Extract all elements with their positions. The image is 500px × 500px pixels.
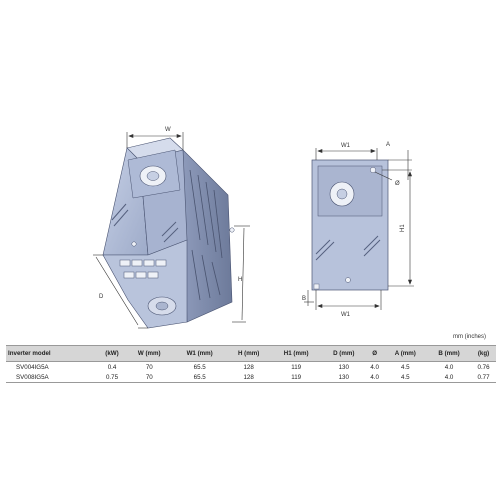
- table-cell: 128: [226, 372, 271, 383]
- table-cell: 119: [270, 372, 322, 383]
- header-cell: Ø: [365, 345, 384, 362]
- table-cell: 4.0: [427, 372, 472, 383]
- table-cell: 128: [243, 363, 254, 371]
- header-cell: W1 (mm): [172, 345, 227, 362]
- table-cell: SV004IG5A: [16, 363, 49, 371]
- table-cell: 4.0: [365, 372, 384, 383]
- isometric-view: W D H: [93, 127, 250, 329]
- header-cell: H1 (mm): [270, 345, 322, 362]
- table-row: SV008IG5A 0.75 70 65.5 128 119 130 4.0 4…: [6, 372, 496, 383]
- table-cell: 4.0: [444, 363, 454, 371]
- table-cell: 0.76: [477, 363, 490, 371]
- table-cell: 70: [125, 372, 173, 383]
- label-a: A: [386, 142, 390, 148]
- header-cell: W (mm): [125, 345, 173, 362]
- table-cell: 130: [321, 372, 366, 383]
- label-h: H: [238, 277, 242, 283]
- label-diameter: Ø: [395, 181, 400, 187]
- table-cell: 4.5: [400, 363, 410, 371]
- table-cell: 0.75: [98, 372, 126, 383]
- table-cell: 65.5: [193, 363, 206, 371]
- label-h1: H1: [400, 224, 406, 232]
- spec-table: Inverter model (kW) W (mm) W1 (mm) H (mm…: [6, 345, 496, 383]
- table-cell: 130: [338, 363, 349, 371]
- table-cell: 4.5: [383, 372, 428, 383]
- header-cell: B (mm): [427, 345, 472, 362]
- table-row: SV004IG5A 0.4 70 65.5 128 119 130 4.0 4.…: [6, 362, 496, 373]
- header-cell: Inverter model: [6, 345, 99, 362]
- table-cell: 4.0: [370, 363, 379, 371]
- label-d: D: [99, 294, 104, 300]
- label-w1-bottom: W1: [341, 312, 351, 318]
- table-cell: 119: [291, 363, 302, 371]
- front-view: W1 A Ø H1 W1 B: [302, 142, 414, 318]
- units-note: mm (inches): [452, 334, 486, 340]
- table-cell: 65.5: [172, 372, 227, 383]
- header-cell: A (mm): [383, 345, 428, 362]
- label-w: W: [165, 127, 171, 133]
- table-cell: 0.4: [107, 363, 117, 371]
- header-cell: H (mm): [226, 345, 271, 362]
- header-cell: (kW): [98, 345, 126, 362]
- table-cell: 0.77: [471, 372, 496, 383]
- label-b: B: [302, 296, 306, 302]
- header-cell: (kg): [471, 345, 496, 362]
- label-w1-top: W1: [341, 143, 351, 149]
- table-cell: 70: [145, 363, 153, 371]
- table-header-row: Inverter model (kW) W (mm) W1 (mm) H (mm…: [6, 345, 496, 362]
- header-cell: D (mm): [321, 345, 366, 362]
- table-cell: SV008IG5A: [6, 372, 99, 383]
